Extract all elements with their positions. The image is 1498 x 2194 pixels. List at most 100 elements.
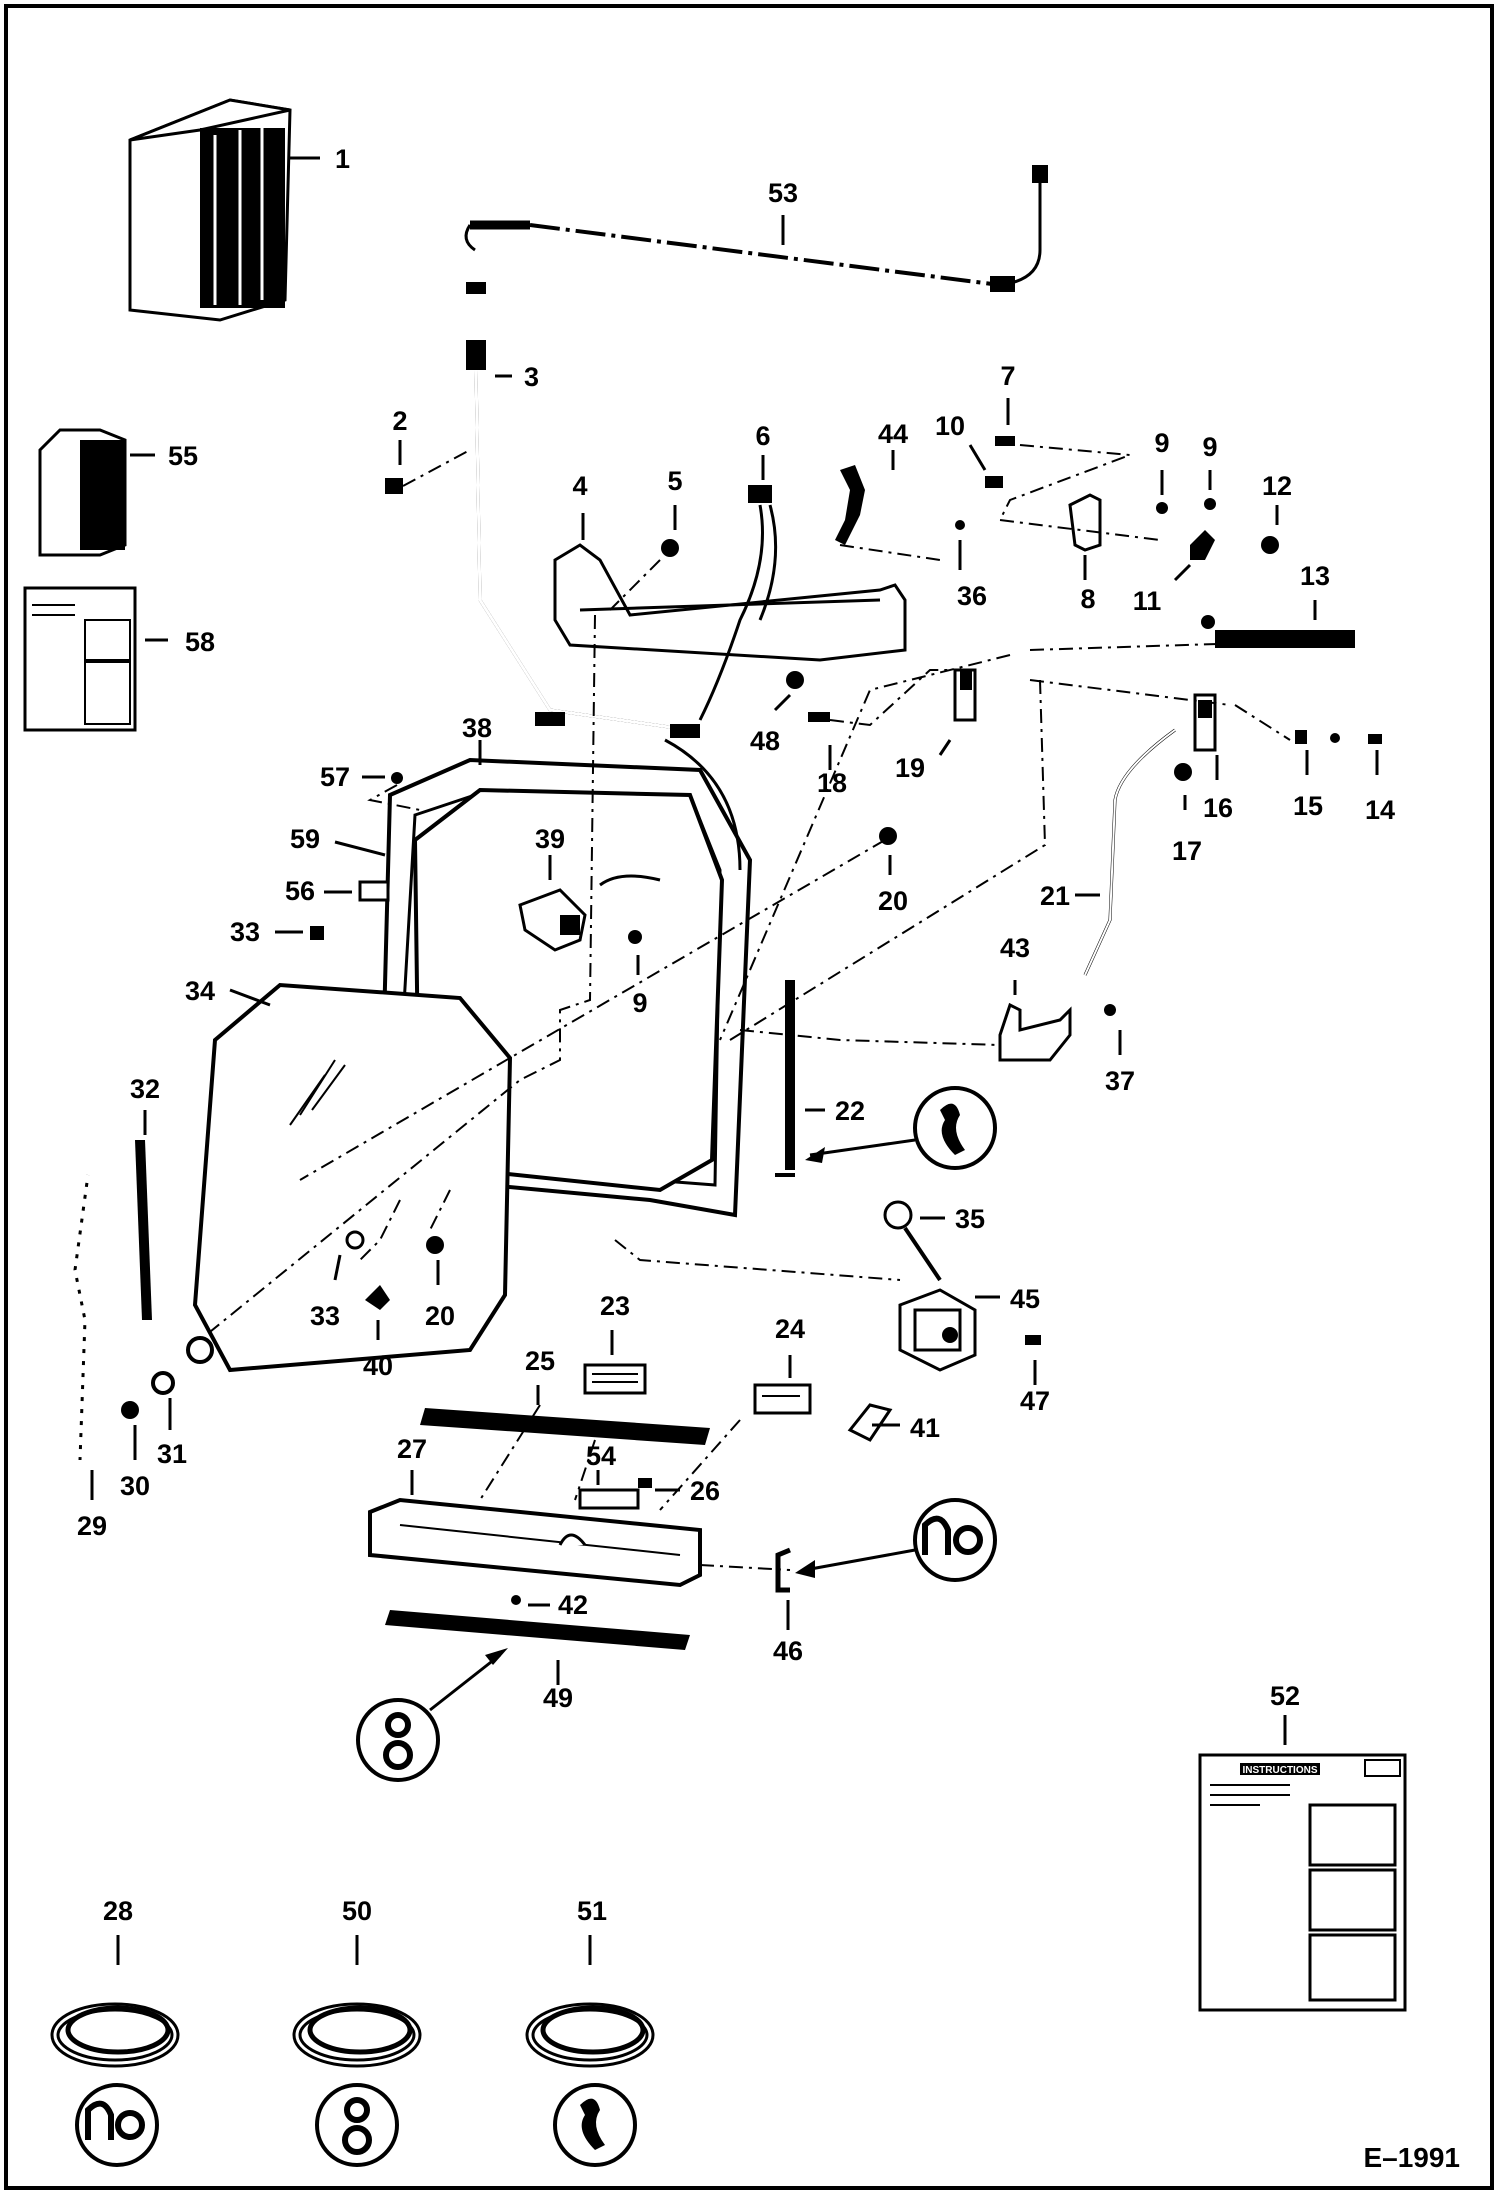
callout-10: 10 — [935, 411, 965, 441]
part-15-screw — [1295, 730, 1309, 775]
part-42-screw — [511, 1595, 550, 1607]
part-26-screw — [638, 1478, 680, 1492]
part-54-plate — [578, 1470, 640, 1510]
callout-19: 19 — [895, 753, 925, 783]
callout-26: 26 — [690, 1476, 720, 1506]
part-55-kit-box — [38, 428, 155, 557]
callout-20a: 20 — [878, 886, 908, 916]
part-17-nut — [1174, 763, 1192, 810]
part-31-washer — [151, 1371, 175, 1430]
part-44-strap — [835, 450, 941, 561]
profile-callout-49 — [356, 1648, 508, 1782]
part-36-screw — [955, 520, 965, 570]
part-30-nut — [121, 1401, 139, 1460]
callout-51: 51 — [577, 1896, 607, 1926]
part-20-nut-lower — [426, 1236, 444, 1285]
callout-7: 7 — [1000, 361, 1015, 391]
part-29-wiper-arm — [72, 1174, 94, 1500]
callout-28: 28 — [103, 1896, 133, 1926]
decal-heading: INSTRUCTIONS — [1243, 1765, 1318, 1776]
part-48-nut — [773, 671, 804, 712]
part-47-screw — [1025, 1335, 1041, 1385]
callout-36: 36 — [957, 581, 987, 611]
callout-44: 44 — [878, 419, 908, 449]
callout-58: 58 — [185, 627, 215, 657]
latch-group — [968, 398, 1355, 648]
callout-52: 52 — [1270, 1681, 1300, 1711]
callout-31: 31 — [157, 1439, 187, 1469]
callout-9c: 9 — [632, 988, 647, 1018]
callout-11: 11 — [1133, 586, 1162, 616]
callout-9a: 9 — [1154, 428, 1169, 458]
diagram-border — [4, 4, 1494, 2190]
callout-34: 34 — [185, 976, 215, 1006]
callout-12: 12 — [1262, 471, 1292, 501]
callout-53: 53 — [768, 178, 798, 208]
part-14-screw — [1330, 733, 1382, 775]
part-21-rod — [1075, 728, 1176, 976]
part-4-bracket — [553, 513, 907, 662]
part-1-kit-box — [128, 98, 320, 322]
callout-56: 56 — [285, 876, 315, 906]
callout-22: 22 — [835, 1096, 865, 1126]
callout-13: 13 — [1300, 561, 1330, 591]
callout-17: 17 — [1172, 836, 1202, 866]
part-20-nut — [879, 827, 897, 875]
callout-25: 25 — [525, 1346, 555, 1376]
callout-47: 47 — [1020, 1386, 1050, 1416]
part-3-cable — [466, 282, 700, 738]
part-25-strip — [420, 1385, 710, 1445]
part-23-decal — [583, 1330, 647, 1395]
part-35-knob — [883, 1200, 945, 1282]
part-46-clip — [775, 1547, 791, 1630]
callout-45: 45 — [1010, 1284, 1040, 1314]
callout-5: 5 — [667, 466, 682, 496]
callout-38: 38 — [462, 713, 492, 743]
callout-32: 32 — [130, 1074, 160, 1104]
part-24-decal — [753, 1355, 812, 1415]
part-18-bolt — [808, 669, 950, 770]
callout-49: 49 — [543, 1683, 573, 1713]
part-19-striker — [938, 668, 977, 756]
callout-16: 16 — [1203, 793, 1233, 823]
part-16-striker — [1193, 693, 1219, 780]
part-50-seal-coil — [292, 1935, 422, 2068]
callout-27: 27 — [397, 1434, 427, 1464]
callout-23: 23 — [600, 1291, 630, 1321]
callout-4: 4 — [572, 471, 587, 501]
part-56-plate — [324, 880, 390, 902]
callout-20b: 20 — [425, 1301, 455, 1331]
callout-6: 6 — [755, 421, 770, 451]
callout-2: 2 — [392, 406, 407, 436]
grommet — [186, 1336, 214, 1364]
part-53-harness — [464, 165, 1048, 292]
latch-dash-lines — [1029, 639, 1341, 741]
callout-33b: 33 — [310, 1301, 340, 1331]
part-43-bracket — [998, 980, 1072, 1062]
callout-21: 21 — [1040, 881, 1070, 911]
profile-51 — [553, 2083, 637, 2167]
part-5-nut — [609, 505, 679, 611]
profile-50 — [315, 2083, 399, 2167]
part-41-clip — [847, 1403, 900, 1442]
part-59-seal — [334, 840, 386, 857]
callout-48: 48 — [750, 726, 780, 756]
callout-46: 46 — [773, 1636, 803, 1666]
part-37-screw — [1104, 1004, 1122, 1055]
callout-1: 1 — [335, 144, 350, 174]
part-6-switch — [698, 455, 778, 721]
part-33-bolt — [275, 926, 324, 940]
callout-18: 18 — [817, 768, 847, 798]
callout-29: 29 — [77, 1511, 107, 1541]
part-28-seal-coil — [50, 1935, 180, 2068]
callout-35: 35 — [955, 1204, 985, 1234]
callout-43: 43 — [1000, 933, 1030, 963]
callout-3: 3 — [524, 362, 539, 392]
callout-24: 24 — [775, 1314, 805, 1344]
part-57-nut — [362, 772, 421, 811]
part-22-seal — [775, 980, 825, 1177]
callout-59: 59 — [290, 824, 320, 854]
callout-30: 30 — [120, 1471, 150, 1501]
part-2-fitting — [385, 440, 471, 494]
